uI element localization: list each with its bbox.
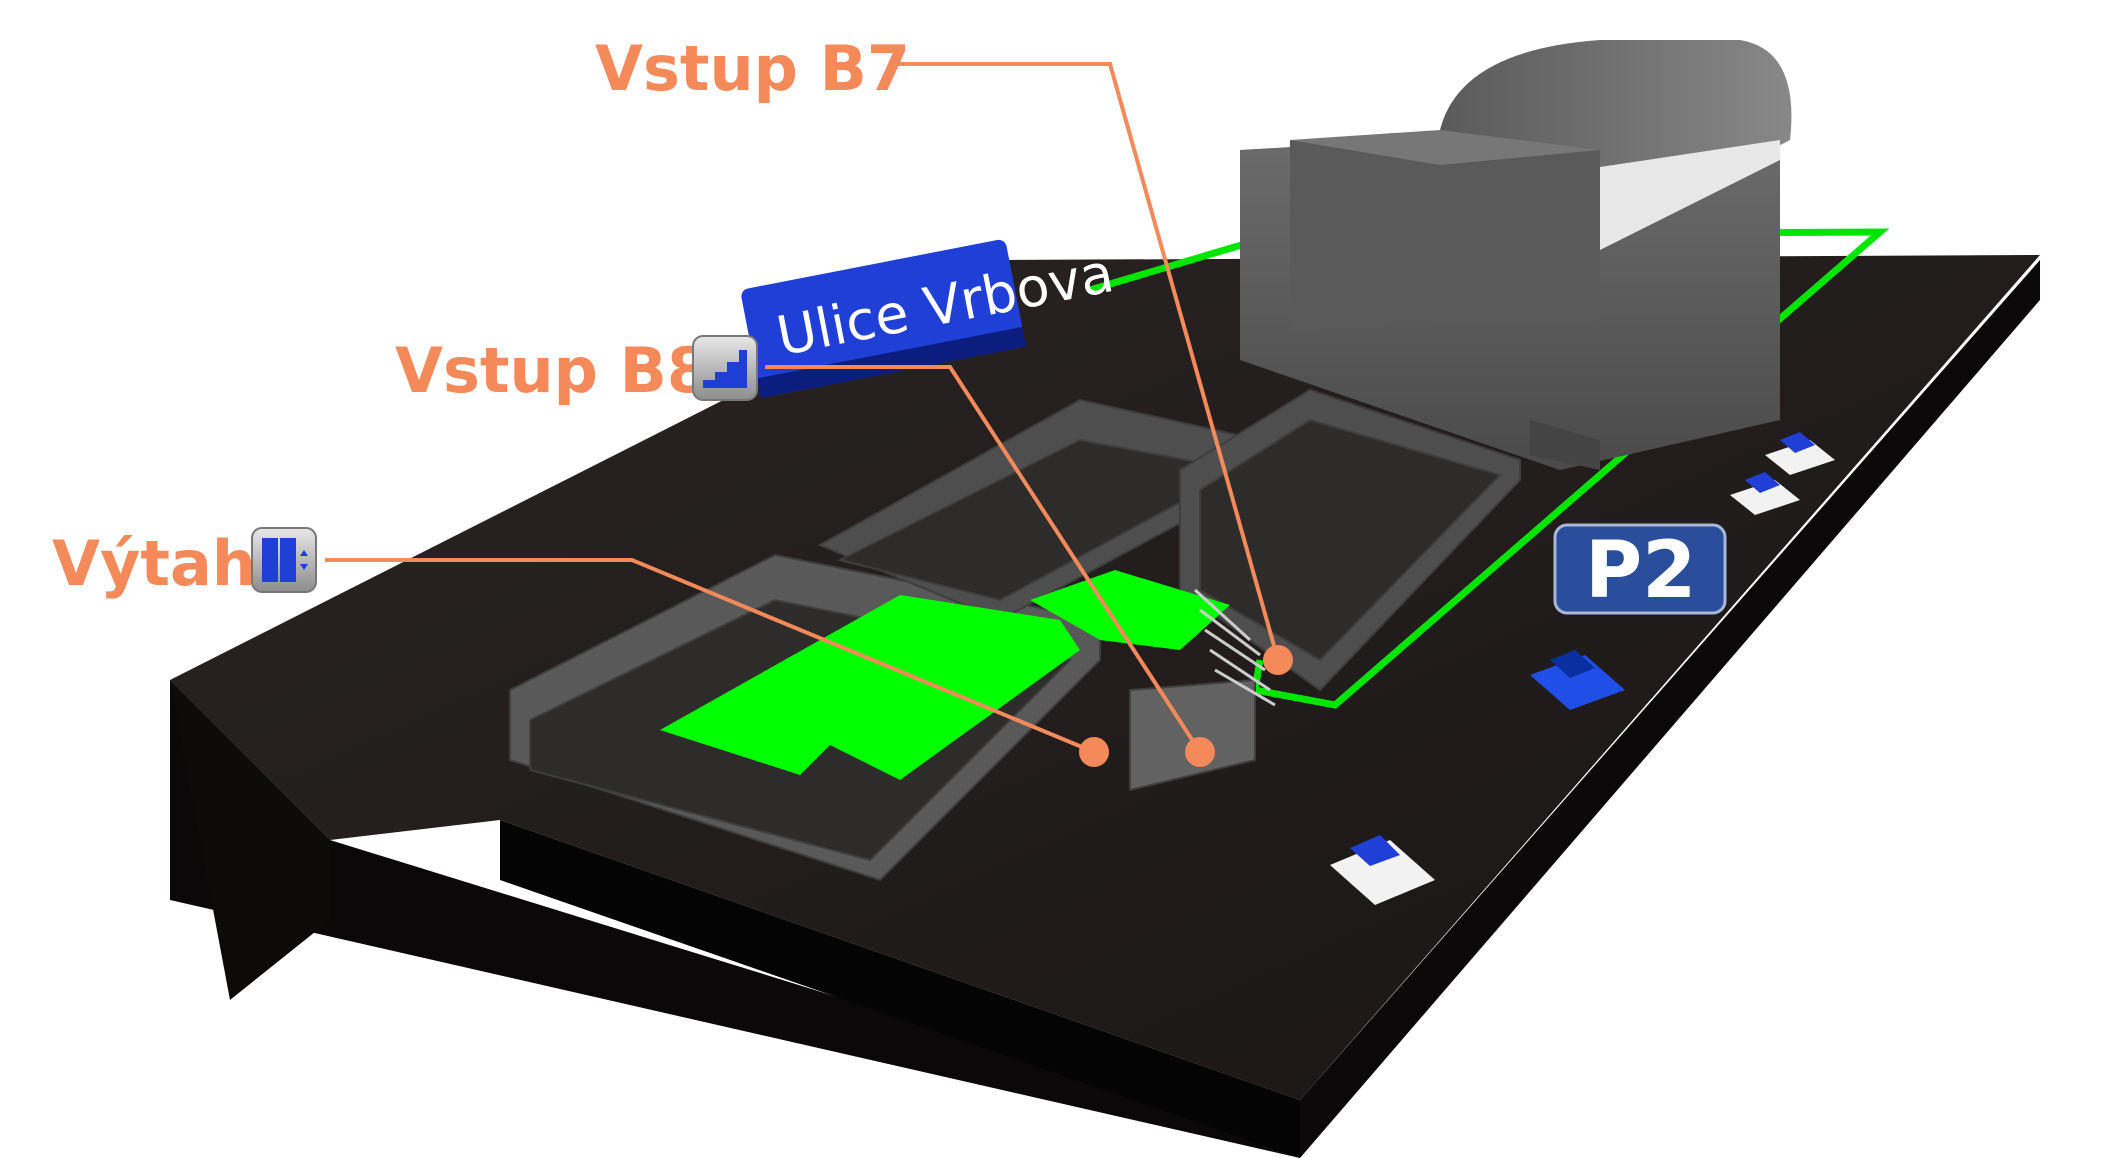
car-white-1 — [1765, 432, 1835, 475]
callout-vytah: Výtah — [52, 527, 1109, 767]
callout-label-b8: Vstup B8 — [395, 334, 710, 407]
parking-sign: P2 — [1553, 523, 1727, 616]
station-building — [1240, 40, 1792, 470]
callout-label-b7: Vstup B7 — [595, 32, 910, 105]
car-white-2 — [1730, 472, 1800, 515]
car-white-3 — [1330, 835, 1435, 905]
callout-label-vytah: Výtah — [52, 527, 256, 600]
parking-sign-label: P2 — [1585, 526, 1696, 616]
staircase — [1193, 588, 1276, 707]
marker-b7 — [1263, 645, 1293, 675]
stairs-icon — [692, 335, 758, 401]
elevator-icon — [251, 527, 317, 593]
callout-vstup-b8: Vstup B8 — [395, 334, 1215, 767]
marker-b8 — [1185, 737, 1215, 767]
callout-vstup-b7: Vstup B7 — [595, 32, 1293, 675]
marker-vytah — [1079, 737, 1109, 767]
accessible-areas — [660, 570, 1230, 780]
car-blue — [1530, 650, 1625, 710]
